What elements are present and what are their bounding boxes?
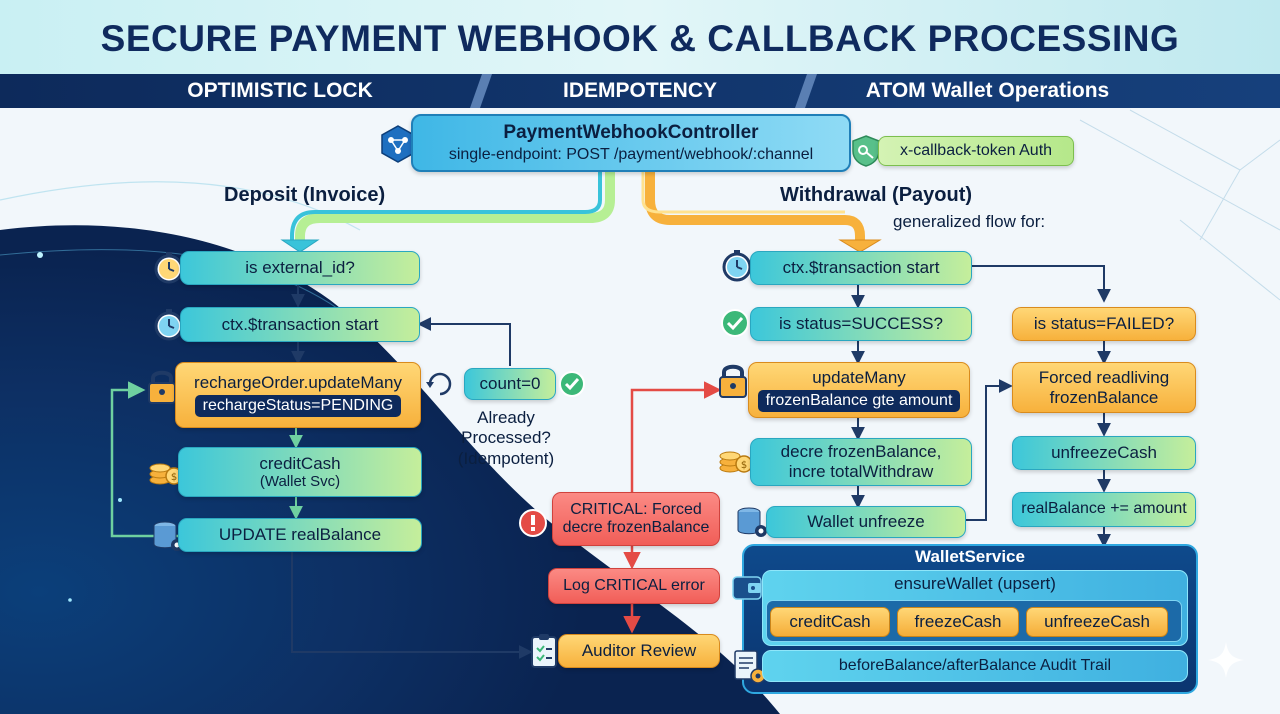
withdrawal-tx-start-text: ctx.$transaction start: [782, 258, 940, 278]
controller-name: PaymentWebhookController: [503, 121, 759, 143]
forced-readliving-box: Forced readliving frozenBalance: [1012, 362, 1196, 413]
is-failed-text: is status=FAILED?: [1033, 314, 1175, 334]
withdrawal-label: Withdrawal (Payout): [780, 184, 973, 206]
band-atom-wallet: ATOM Wallet Operations: [865, 79, 1110, 102]
wallet-op-freeze-cash: freezeCash: [897, 607, 1019, 637]
forced-readliving-text: Forced readliving frozenBalance: [1038, 367, 1170, 407]
generalized-flow-label: generalized flow for:: [893, 212, 1046, 231]
wallet-service-title: WalletService: [915, 547, 1025, 566]
controller-endpoint: single-endpoint: POST /payment/webhook/:…: [448, 145, 814, 163]
band-optimistic-lock: OPTIMISTIC LOCK: [187, 79, 373, 102]
is-external-id-text: is external_id?: [245, 258, 355, 278]
stopwatch-icon: [720, 248, 754, 282]
withdrawal-tx-start-box: ctx.$transaction start: [750, 251, 972, 285]
payment-webhook-controller: PaymentWebhookController single-endpoint…: [411, 114, 851, 172]
wallet-op-credit-cash: creditCash: [770, 607, 890, 637]
already-processed-label: Already Processed? (Idempotent): [457, 408, 555, 468]
wallet-unfreeze-box: Wallet unfreeze: [766, 506, 966, 538]
wallet-op-label: freezeCash: [914, 612, 1002, 631]
frozen-balance-gte: frozenBalance gte amount: [757, 390, 961, 413]
auditor-review-box: Auditor Review: [558, 634, 720, 668]
auditor-review-text: Auditor Review: [581, 641, 697, 661]
warning-icon: [518, 508, 548, 538]
stopwatch-icon: [152, 307, 186, 341]
audit-trail-text: beforeBalance/afterBalance Audit Trail: [838, 657, 1112, 674]
withdrawal-update-many-text: updateMany: [812, 367, 906, 387]
wallet-op-label: unfreezeCash: [1044, 612, 1150, 631]
wallet-unfreeze-text: Wallet unfreeze: [807, 512, 925, 532]
padlock-icon: [716, 360, 750, 400]
auth-label: x-callback-token Auth: [899, 141, 1053, 159]
unfreeze-cash-text: unfreezeCash: [1051, 443, 1157, 463]
wallet-svc-text: (Wallet Svc): [259, 473, 341, 491]
coins-icon: $: [718, 442, 754, 476]
band-idempotency: IDEMPOTENCY: [562, 79, 717, 102]
deposit-label: Deposit (Invoice): [224, 184, 386, 206]
log-critical-text: Log CRITICAL error: [563, 576, 705, 594]
checkmark-icon: [558, 370, 586, 398]
svg-text:$: $: [171, 472, 177, 483]
decre-incre-text: decre frozenBalance, incre totalWithdraw: [780, 442, 942, 481]
real-balance-plus-text: realBalance += amount: [1021, 500, 1187, 518]
sparkle-icon: [1206, 640, 1246, 680]
wallet-icon: [730, 570, 764, 604]
checkmark-icon: [720, 308, 750, 338]
svg-text:$: $: [741, 460, 747, 471]
credit-cash-text: creditCash: [259, 453, 341, 473]
is-external-id-box: is external_id?: [180, 251, 420, 285]
deposit-tx-start-text: ctx.$transaction start: [221, 314, 379, 334]
real-balance-plus-box: realBalance += amount: [1012, 492, 1196, 527]
critical-forced-text: CRITICAL: Forced decre frozenBalance: [562, 500, 710, 536]
page-title: SECURE PAYMENT WEBHOOK & CALLBACK PROCES…: [100, 18, 1180, 59]
database-gear-icon: [734, 504, 770, 540]
refresh-icon: [424, 370, 456, 398]
network-gear-icon: [378, 124, 418, 164]
deposit-tx-start-box: ctx.$transaction start: [180, 307, 420, 342]
wallet-op-unfreeze-cash: unfreezeCash: [1026, 607, 1168, 637]
is-success-box: is status=SUCCESS?: [750, 307, 972, 341]
recharge-update-many-box: rechargeOrder.updateMany rechargeStatus=…: [175, 362, 421, 428]
update-real-balance-box: UPDATE realBalance: [178, 518, 422, 552]
is-failed-box: is status=FAILED?: [1012, 307, 1196, 341]
wallet-op-label: creditCash: [789, 612, 871, 631]
withdrawal-update-many-box: updateMany frozenBalance gte amount: [748, 362, 970, 418]
recharge-status-pending: rechargeStatus=PENDING: [194, 395, 402, 418]
clipboard-icon: [528, 632, 562, 670]
recharge-update-many-text: rechargeOrder.updateMany: [194, 372, 402, 392]
count-zero-text: count=0: [479, 374, 541, 394]
audit-trail-bar: [762, 650, 1188, 682]
log-critical-box: Log CRITICAL error: [548, 568, 720, 604]
credit-cash-box: creditCash (Wallet Svc): [178, 447, 422, 497]
decre-incre-box: decre frozenBalance, incre totalWithdraw: [750, 438, 972, 486]
critical-forced-box: CRITICAL: Forced decre frozenBalance: [552, 492, 720, 546]
padlock-icon: [144, 366, 180, 406]
update-real-balance-text: UPDATE realBalance: [218, 525, 382, 545]
header-band: [0, 74, 1280, 108]
is-success-text: is status=SUCCESS?: [779, 314, 943, 334]
count-zero-box: count=0: [464, 368, 556, 400]
audit-doc-icon: [732, 648, 768, 686]
unfreeze-cash-box: unfreezeCash: [1012, 436, 1196, 470]
ensure-wallet-text: ensureWallet (upsert): [894, 574, 1056, 593]
callback-token-auth: x-callback-token Auth: [878, 136, 1074, 166]
